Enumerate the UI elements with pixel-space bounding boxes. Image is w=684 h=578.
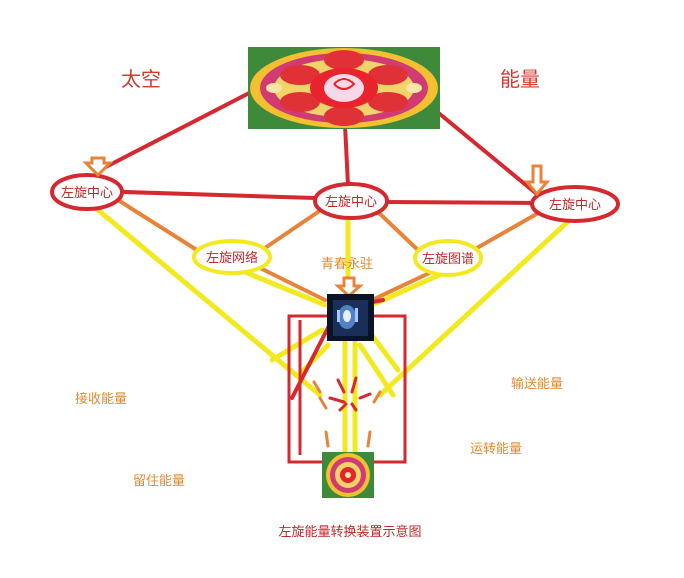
- map-label: 左旋图谱: [422, 252, 474, 267]
- map-node: [413, 239, 483, 277]
- energy-label: 能量: [500, 67, 540, 91]
- store-label: 留住能量: [133, 474, 185, 489]
- space-label: 太空: [121, 67, 161, 91]
- vortex-orange-strokes: [312, 380, 382, 448]
- center-mid-label: 左旋中心: [325, 195, 377, 210]
- orange-connectors: [116, 198, 542, 302]
- center-left-node: [50, 173, 124, 211]
- yellow-connectors: [89, 202, 578, 458]
- glowing-figure-photo: [327, 294, 374, 341]
- center-right-node: [530, 185, 620, 223]
- mandala-image: [248, 47, 440, 129]
- arrow-down-icon-center: [334, 276, 364, 299]
- small-mandala-image: [322, 452, 374, 498]
- transport-label: 运转能量: [470, 442, 522, 457]
- arrow-down-icon-left: [82, 156, 114, 178]
- center-right-label: 左旋中心: [549, 198, 601, 213]
- network-node: [192, 239, 272, 275]
- receive-label: 接收能量: [75, 391, 127, 407]
- vortex-strokes: [328, 376, 372, 412]
- transmit-label: 输送能量: [511, 376, 563, 392]
- diagram-caption: 左旋能量转换装置示意图: [278, 524, 421, 540]
- network-label: 左旋网络: [206, 250, 258, 266]
- arrow-down-icon-right: [523, 164, 551, 197]
- center-left-label: 左旋中心: [61, 186, 113, 201]
- center-mid-node: [313, 182, 389, 220]
- youth-label: 青春永驻: [321, 257, 373, 272]
